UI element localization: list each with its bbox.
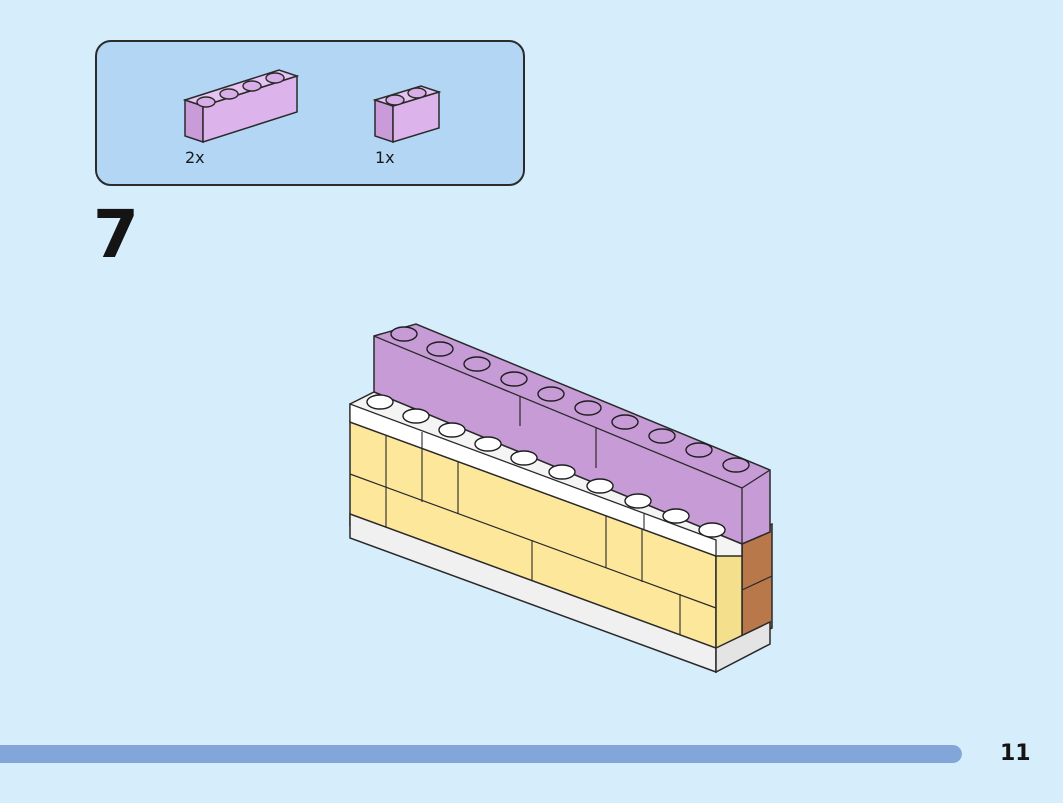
progress-bar <box>0 745 962 763</box>
part-1x2-quantity: 1x <box>375 148 395 167</box>
assembly-illustration <box>340 318 780 692</box>
lavender-brick-1x4-icon <box>183 69 299 144</box>
step-number: 7 <box>93 196 139 273</box>
parts-callout: 2x 1x <box>95 40 525 186</box>
part-1x4-quantity: 2x <box>185 148 205 167</box>
part-1x2-brick <box>373 80 443 146</box>
brick-wall-assembly-icon <box>349 323 773 674</box>
part-1x4-brick <box>183 64 299 146</box>
lavender-brick-1x2-icon <box>373 85 442 144</box>
page-number: 11 <box>1000 741 1031 766</box>
progress-fill <box>0 745 962 763</box>
